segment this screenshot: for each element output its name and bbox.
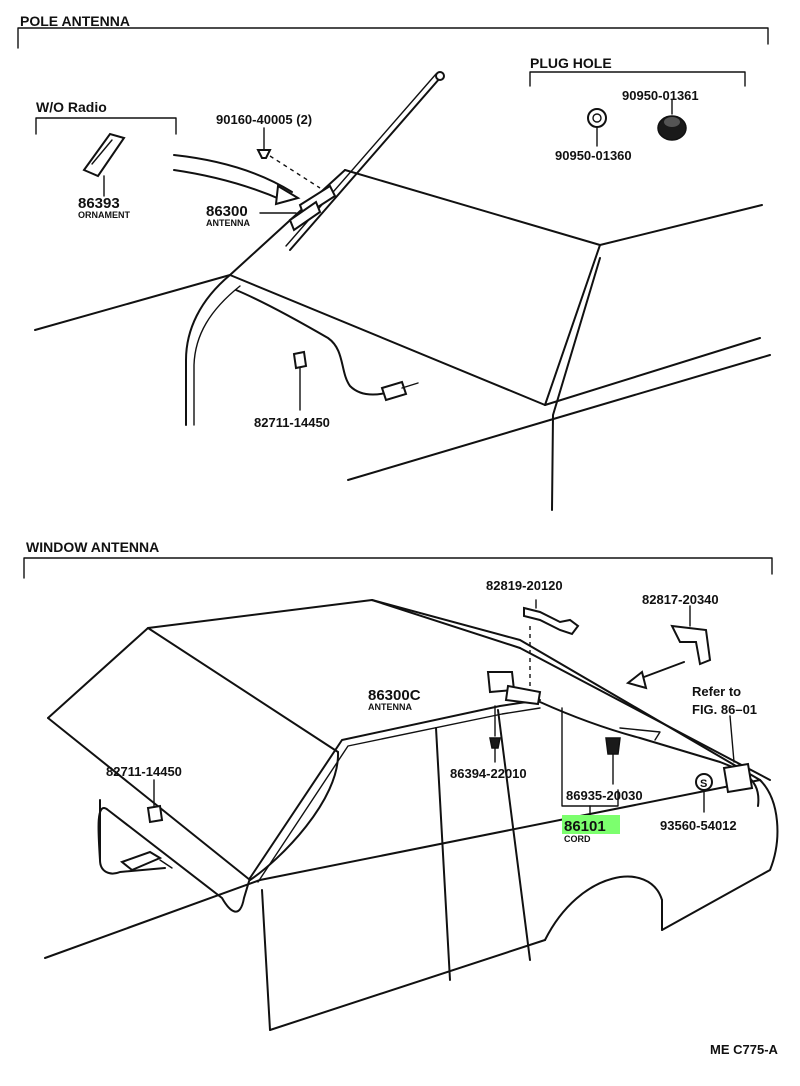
- part-86101-highlight: [562, 815, 620, 834]
- part-93560-number: 93560-54012: [660, 818, 737, 833]
- car-body-top: [34, 169, 771, 511]
- plug-hole-bracket: [529, 71, 746, 87]
- bracket-82817-part: [670, 624, 712, 666]
- body-arrowhead: [625, 670, 648, 690]
- amplifier-part: [486, 671, 542, 706]
- part-90950-01360-number: 90950-01360: [555, 148, 632, 163]
- part-86393-name: ORNAMENT: [78, 210, 130, 220]
- part-86300-name: ANTENNA: [206, 218, 250, 228]
- screw-symbol-letter: S: [700, 778, 707, 790]
- install-arrowhead: [274, 184, 301, 206]
- bracket-82819-part: [523, 606, 580, 636]
- part-86300-number: 86300: [206, 203, 248, 220]
- part-82711-bottom-number: 82711-14450: [106, 764, 182, 779]
- wo-radio-bracket: [35, 117, 177, 135]
- cord-part: [539, 701, 760, 807]
- part-86300C-name: ANTENNA: [368, 702, 412, 712]
- part-82817-number: 82817-20340: [642, 592, 719, 607]
- pole-antenna-section: POLE ANTENNA W/O Radio PLUG HOLE 86393 O…: [17, 13, 771, 511]
- screw-symbol: S: [695, 773, 713, 791]
- refer-to-label: Refer to: [692, 684, 741, 699]
- pole-antenna-title: POLE ANTENNA: [20, 13, 130, 29]
- refer-to-figure: FIG. 86–01: [692, 702, 757, 717]
- part-82819-number: 82819-20120: [486, 578, 563, 593]
- part-86935-number: 86935-20030: [566, 788, 643, 803]
- part-86394-number: 86394-22010: [450, 766, 527, 781]
- grommet-86935-part: [605, 737, 621, 755]
- window-antenna-section: WINDOW ANTENNA: [23, 539, 779, 1031]
- plug-hole-label: PLUG HOLE: [530, 55, 612, 71]
- part-86300C-number: 86300C: [368, 687, 421, 704]
- clip-part-bottom: [146, 804, 164, 824]
- pole-section-bracket: [17, 27, 769, 49]
- car-body-bottom: [44, 599, 779, 1031]
- part-90160-number: 90160-40005 (2): [216, 112, 312, 127]
- part-86393-number: 86393: [78, 195, 120, 212]
- plug-hole-part-small: [587, 108, 607, 128]
- part-86101-number: 86101: [564, 818, 606, 835]
- window-antenna-title: WINDOW ANTENNA: [26, 539, 159, 555]
- pole-antenna-part: [235, 71, 445, 402]
- wo-radio-label: W/O Radio: [36, 99, 107, 115]
- install-arrow-2: [173, 169, 283, 201]
- install-arrow: [173, 154, 293, 193]
- part-90950-01361-number: 90950-01361: [622, 88, 699, 103]
- part-82711-top-number: 82711-14450: [254, 415, 330, 430]
- window-antenna-wire: [97, 699, 541, 913]
- window-section-bracket: [23, 557, 773, 579]
- ornament-part: [82, 132, 126, 197]
- part-86101-name: CORD: [564, 834, 591, 844]
- screw-part: [256, 149, 272, 159]
- figure-code: ME C775-A: [710, 1042, 779, 1057]
- plug-hole-part-large: [657, 115, 687, 141]
- clip-part-top: [292, 350, 308, 370]
- clip-86394-part: [489, 737, 501, 763]
